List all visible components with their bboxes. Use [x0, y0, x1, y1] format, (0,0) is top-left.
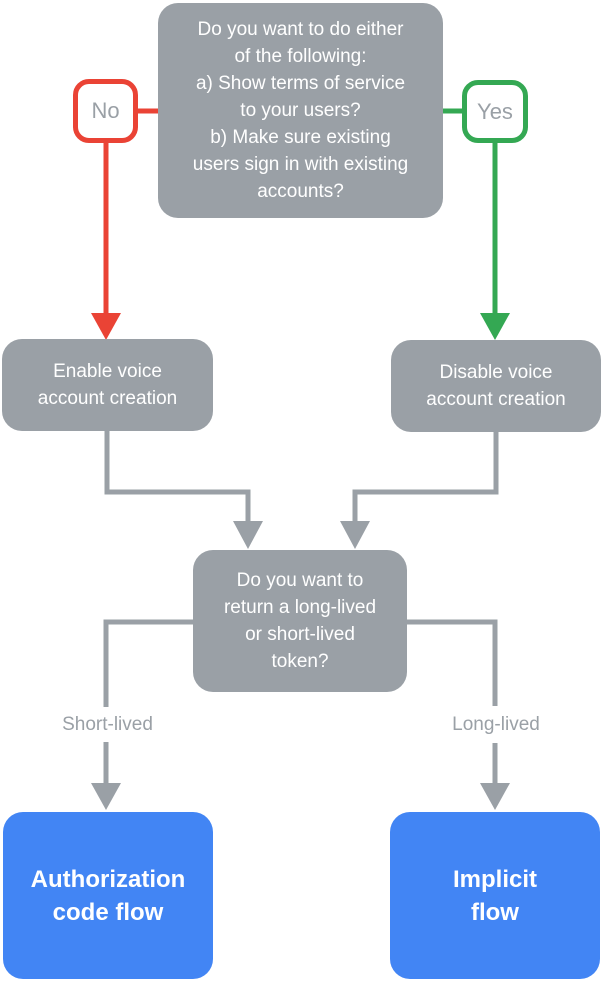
- edge-long-lived: [405, 619, 498, 784]
- arrowhead-long-lived: [480, 783, 510, 810]
- node-disable-voice-account-creation: Disable voice account creation: [391, 340, 601, 432]
- arrowhead-disable-to-token: [340, 521, 370, 549]
- edge-label-no: No: [73, 79, 138, 143]
- arrowhead-enable-to-token: [233, 521, 263, 549]
- arrowhead-yes: [480, 313, 510, 340]
- edge-label-long-lived: Long-lived: [410, 706, 582, 743]
- node-authorization-code-flow: Authorization code flow: [3, 812, 213, 979]
- node-implicit-flow: Implicit flow: [390, 812, 600, 979]
- edge-label-yes: Yes: [462, 80, 528, 143]
- edge-enable-to-token: [104, 429, 251, 522]
- edge-short-lived: [103, 619, 195, 784]
- node-top-question: Do you want to do either of the followin…: [158, 3, 443, 218]
- node-token-question: Do you want to return a long-lived or sh…: [193, 550, 407, 692]
- edge-label-short-lived: Short-lived: [23, 707, 192, 742]
- arrowhead-short-lived: [91, 783, 121, 810]
- node-enable-voice-account-creation: Enable voice account creation: [2, 339, 213, 431]
- edge-disable-to-token: [352, 430, 499, 522]
- arrowhead-no: [91, 313, 121, 340]
